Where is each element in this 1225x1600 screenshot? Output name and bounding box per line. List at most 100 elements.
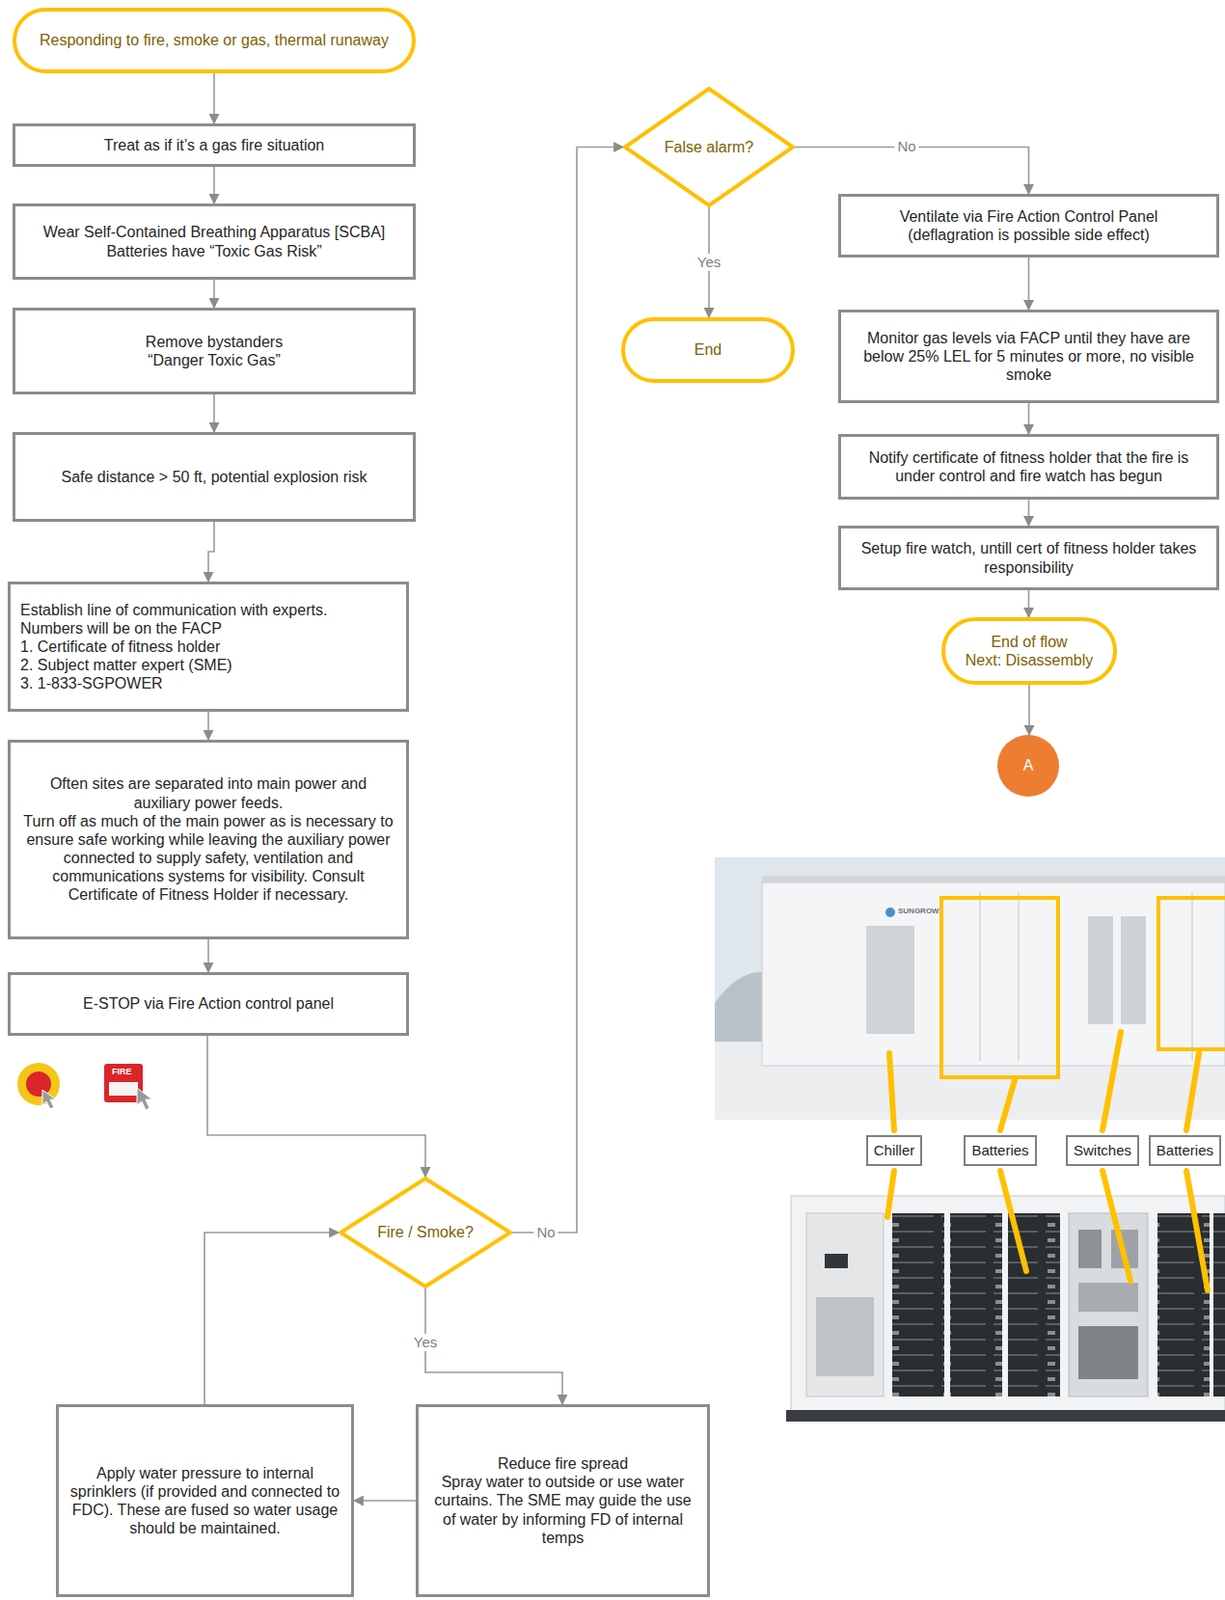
node-text: A [997,756,1060,775]
node-content: False alarm? [655,137,763,157]
node-content: Monitor gas levels via FACP until they h… [850,328,1207,385]
leader-line [1102,1170,1131,1281]
node-content: Reduce fire spreadSpray water to outside… [428,1454,698,1548]
node-content: Treat as if it’s a gas fire situation [25,136,404,155]
node-text: Fire / Smoke? [371,1223,480,1242]
chiller-display [824,1253,848,1269]
switch-vent [1088,916,1114,1025]
icon-text: FIRE [111,1067,133,1077]
node-text: Setup fire watch, untill cert of fitness… [850,539,1207,576]
node-text: Ventilate via Fire Action Control Panel [850,207,1207,226]
flow-arrow [425,1288,563,1405]
brand-text: SUNGROW [898,907,940,916]
node-text: Often sites are separated into main powe… [20,774,397,812]
terminal-pill: Responding to fire, smoke or gas, therma… [12,7,416,74]
node-text: Spray water to outside or use water curt… [428,1472,698,1548]
door-seam [1018,892,1020,1062]
node-text: 1. Certificate of fitness holder [20,637,397,656]
node-content: Safe distance > 50 ft, potential explosi… [25,467,404,487]
node-text: Remove bystanders [25,332,404,352]
node-text: Batteries [971,1142,1029,1160]
flow-arrow [207,711,210,740]
node-content: End [638,340,778,359]
decision-diamond: False alarm? [623,86,795,208]
flow-arrow [1028,590,1031,618]
part-label: Batteries [963,1135,1036,1167]
process-box: Apply water pressure to internal sprinkl… [55,1404,354,1598]
process-box: Setup fire watch, untill cert of fitness… [838,525,1220,591]
node-text: Reduce fire spread [428,1454,698,1473]
flow-arrow [207,1035,426,1177]
process-box: Monitor gas levels via FACP until they h… [838,309,1220,404]
edge-label: No [533,1224,558,1242]
battery-rack [1213,1213,1225,1397]
flow-arrow [208,521,215,582]
node-text: Batteries have “Toxic Gas Risk” [25,242,404,261]
node-content: Apply water pressure to internal sprinkl… [68,1464,342,1539]
process-box: Wear Self-Contained Breathing Apparatus … [12,203,416,280]
highlight-outline [941,898,1059,1078]
node-text: Apply water pressure to internal sprinkl… [68,1464,342,1539]
node-text: Chiller [873,1142,916,1160]
switch-gear [1078,1326,1139,1380]
node-text: 2. Subject matter expert (SME) [20,655,397,675]
node-text: Safe distance > 50 ft, potential explosi… [25,467,404,487]
node-text: False alarm? [655,137,763,157]
flow-arrow [213,279,216,308]
terminal-pill: End of flowNext: Disassembly [941,617,1117,685]
flow-arrow [512,147,624,1234]
node-content: Responding to fire, smoke or gas, therma… [29,30,399,50]
process-box: Safe distance > 50 ft, potential explosi… [12,432,416,522]
node-text: Turn off as much of the main power as is… [20,812,397,905]
node-text: “Danger Toxic Gas” [25,351,404,370]
process-box: Remove bystanders“Danger Toxic Gas” [12,307,416,395]
node-text: Establish line of communication with exp… [20,600,397,620]
process-box: Reduce fire spreadSpray water to outside… [415,1404,710,1598]
cabinet-body [762,882,1225,1066]
flow-arrow [204,1232,339,1405]
process-box: Notify certificate of fitness holder tha… [838,434,1220,500]
process-box: E-STOP via Fire Action control panel [7,972,409,1036]
node-content: Ventilate via Fire Action Control Panel(… [850,207,1207,245]
fire-alarm-pane [108,1082,138,1096]
node-content: A [997,756,1060,775]
part-label: Chiller [866,1135,924,1167]
leader-line [1186,1053,1199,1131]
node-text: 3. 1-833-SGPOWER [20,674,397,693]
process-box: Treat as if it’s a gas fire situation [12,123,416,167]
connector-circle: A [997,735,1060,797]
node-text: E-STOP via Fire Action control panel [20,994,397,1013]
node-text: End [638,340,778,359]
switch-bay [1068,1213,1148,1397]
flow-arrow [213,394,216,433]
flow-arrow [353,1499,416,1502]
node-content: Notify certificate of fitness holder tha… [850,448,1207,486]
node-text: Switches [1073,1142,1132,1160]
node-content: Wear Self-Contained Breathing Apparatus … [25,222,404,260]
edge-label: No [894,137,919,156]
leader-line [1000,1080,1015,1131]
flow-arrow [1028,403,1031,435]
flow-arrow [1028,499,1031,526]
diamond-shape [340,1178,511,1287]
node-content: Batteries [1156,1142,1214,1160]
part-label: Batteries [1148,1135,1222,1167]
door-seam [980,892,981,1062]
flow-arrow [213,73,216,124]
node-content: Fire / Smoke? [371,1223,480,1242]
flow-arrow [1028,684,1031,735]
sky [714,857,1225,1120]
node-content: E-STOP via Fire Action control panel [20,994,397,1013]
flow-arrow [1028,257,1031,310]
battery-rack [892,1213,945,1397]
switch-gear [1078,1229,1102,1269]
leader-line [1000,1170,1027,1272]
flow-arrow [207,939,210,973]
switch-vent [1120,916,1146,1025]
node-content: End of flowNext: Disassembly [958,632,1100,670]
node-text: Batteries [1156,1142,1214,1160]
chiller-grille [816,1297,874,1377]
leader-line [1186,1170,1208,1291]
node-content: Switches [1073,1142,1132,1160]
